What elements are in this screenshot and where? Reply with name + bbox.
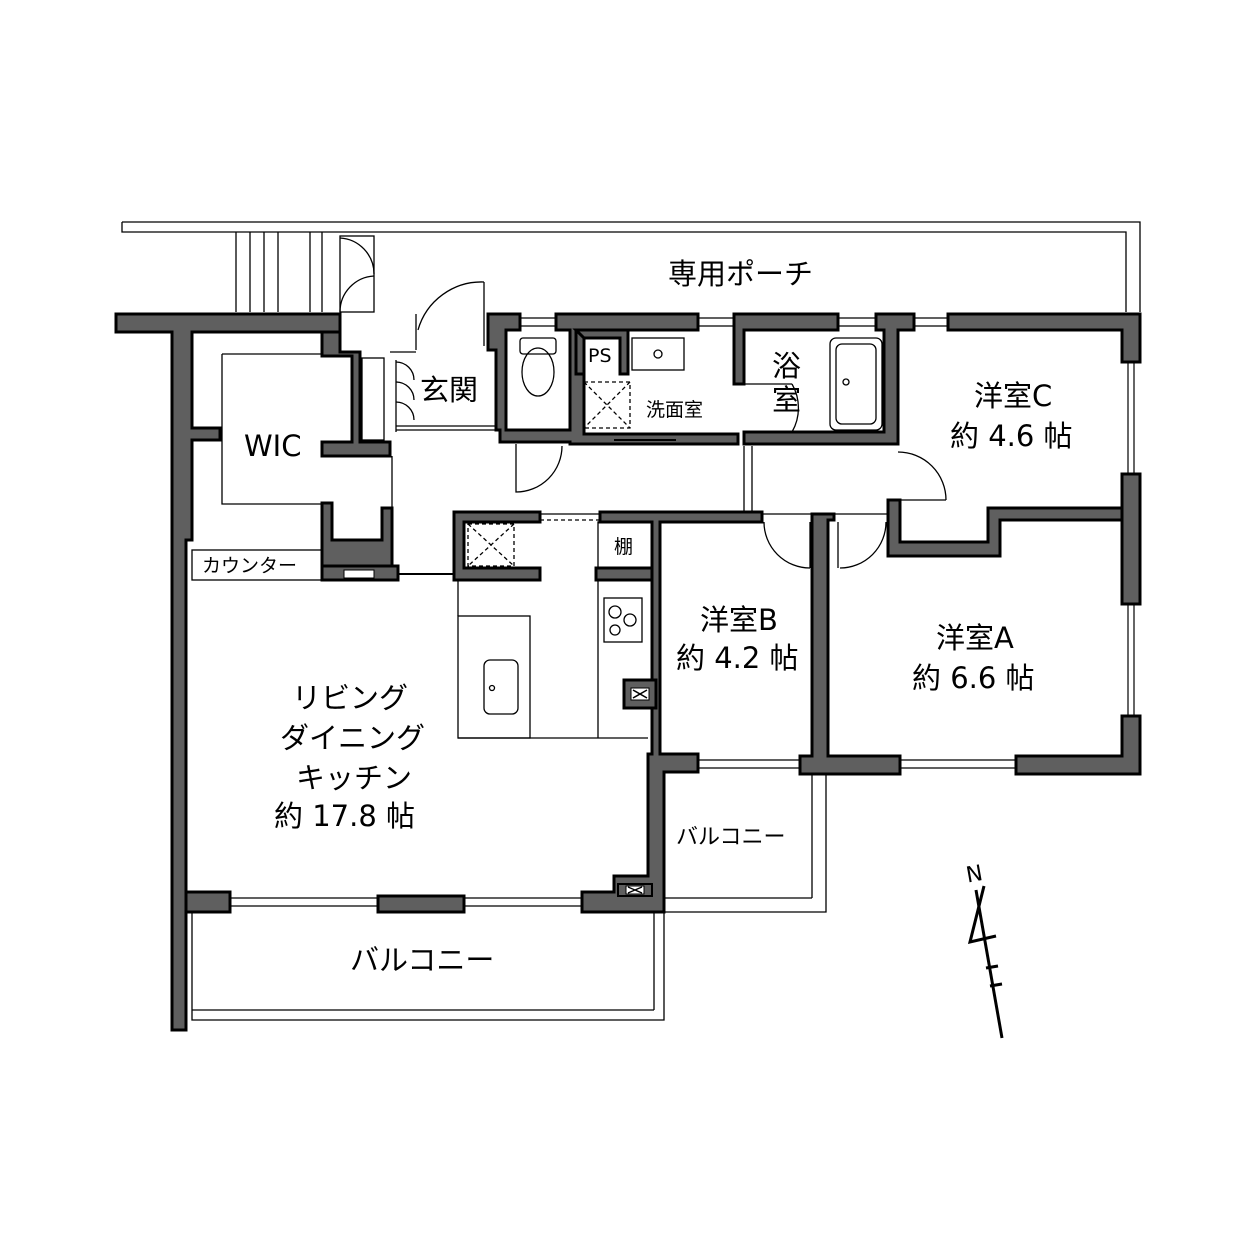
room-b-name: 洋室B <box>700 603 778 637</box>
interior-lines <box>191 281 947 1021</box>
room-a-size: 約 6.6 帖 <box>912 661 1035 695</box>
room-c-size: 約 4.6 帖 <box>950 419 1073 453</box>
ldk-label-1: リビング <box>292 681 408 715</box>
balcony-small-label: バルコニー <box>676 825 786 850</box>
kitchen-sink-icon <box>483 659 519 715</box>
ldk-size: 約 17.8 帖 <box>274 799 415 833</box>
ldk-label-3: キッチン <box>296 761 412 795</box>
bath-label-1: 浴 <box>772 349 801 383</box>
room-labels: 専用ポーチ 玄関 WIC PS 洗面室 浴 室 洋室C 約 4.6 帖 棚 洋室… <box>202 257 1073 977</box>
entrance-label: 玄関 <box>420 373 478 407</box>
fixtures <box>343 337 883 897</box>
room-a-name: 洋室A <box>936 621 1014 655</box>
fridge-space <box>467 523 515 567</box>
washing-machine-pan <box>583 381 631 429</box>
balcony-main-label: バルコニー <box>350 943 494 977</box>
shelf-label: 棚 <box>614 536 633 558</box>
ps-label: PS <box>588 345 612 367</box>
porch-outline <box>121 221 1141 313</box>
windows <box>230 317 1135 907</box>
bath-label-2: 室 <box>772 383 801 417</box>
washroom-label: 洗面室 <box>646 399 703 421</box>
north-label: N <box>964 861 985 888</box>
sink-icon <box>631 337 685 371</box>
walls <box>114 312 1142 1032</box>
toilet-icon <box>519 337 557 397</box>
duct-icon <box>343 569 653 897</box>
bathtub-icon <box>829 337 883 431</box>
room-b-size: 約 4.2 帖 <box>676 641 799 675</box>
porch-label: 専用ポーチ <box>668 257 813 291</box>
wic-label: WIC <box>244 429 301 463</box>
counter-label: カウンター <box>202 555 297 577</box>
stove-icon <box>603 597 643 643</box>
north-arrow-icon: N <box>964 861 1004 1039</box>
room-c-name: 洋室C <box>974 379 1052 413</box>
ldk-label-2: ダイニング <box>280 721 425 755</box>
